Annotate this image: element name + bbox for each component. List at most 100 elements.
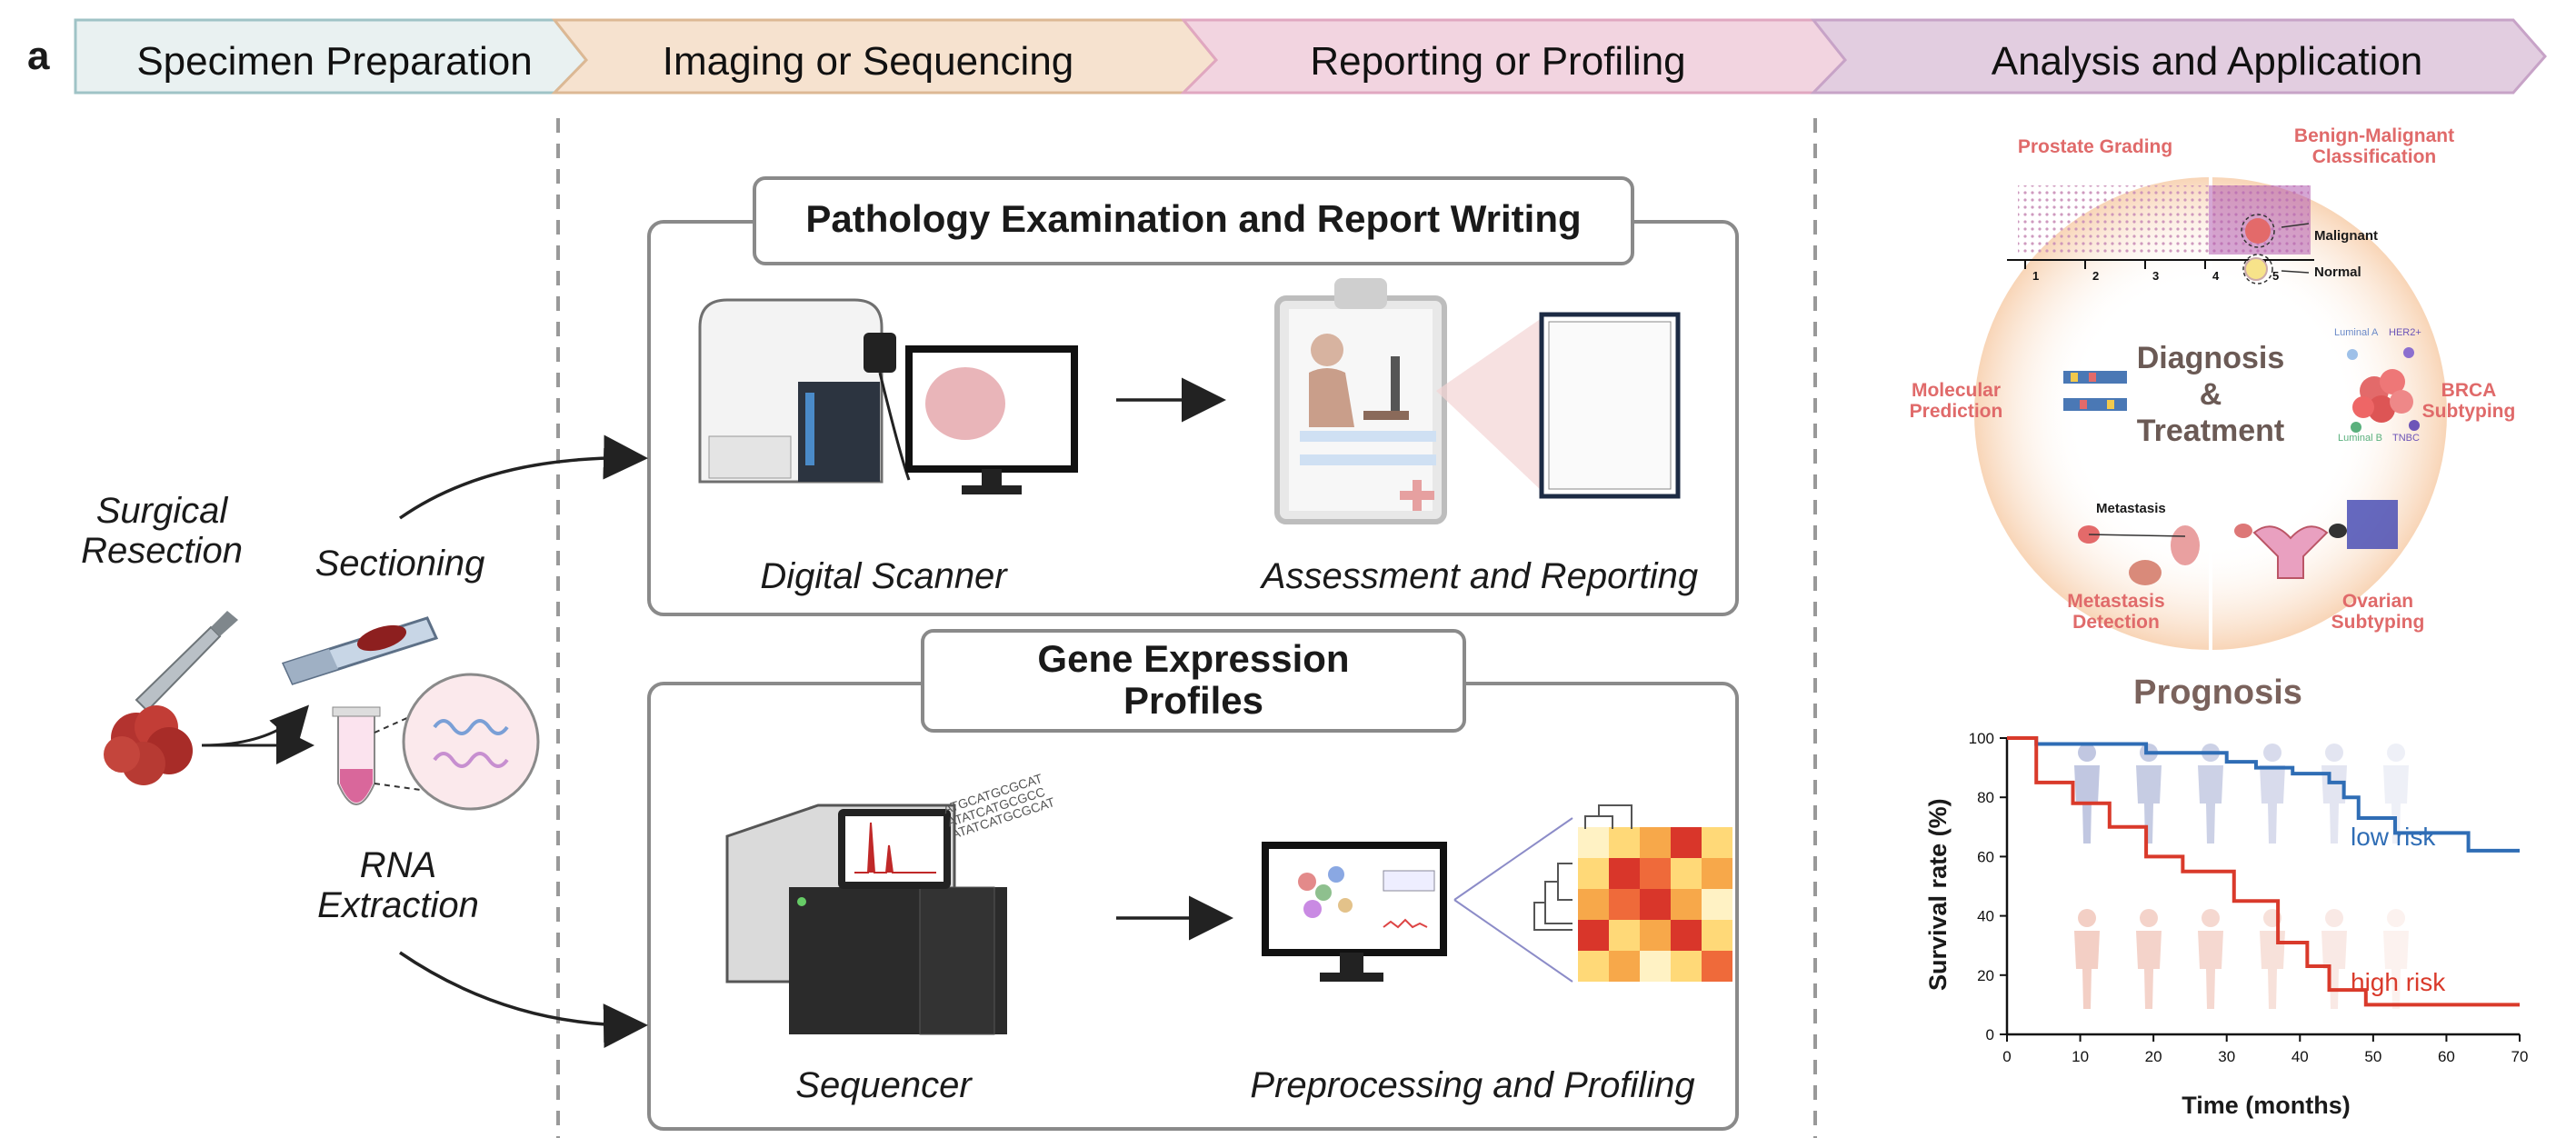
arrow-tissue-slide <box>201 704 310 747</box>
legend-low-risk: low risk <box>2351 823 2436 851</box>
heatmap-cell <box>1609 858 1640 889</box>
y-tick-label: 40 <box>1977 908 1994 925</box>
diagnosis-center: Diagnosis & Treatment <box>2136 341 2285 449</box>
km-xlabel: Time (months) <box>2182 1092 2351 1119</box>
sequencer-illustration <box>725 804 1007 1035</box>
person-icon <box>2078 909 2096 927</box>
metastasis-detection-label: Metastasis Detection <box>2067 591 2165 634</box>
person-icon <box>2387 909 2405 927</box>
series-line-low-risk <box>2007 736 2520 853</box>
person-body <box>2198 931 2223 1009</box>
x-tick-label: 0 <box>2002 1048 2011 1065</box>
person-body <box>2321 931 2347 1009</box>
person-icon <box>2387 744 2405 762</box>
heatmap-cell <box>1702 951 1732 982</box>
heatmap-cell <box>1609 889 1640 920</box>
clipboard-illustration <box>1274 278 1447 524</box>
arrow-to-pathology <box>398 434 648 520</box>
sequencer-label: Sequencer <box>795 1065 972 1105</box>
person-body <box>2260 765 2285 844</box>
malignant-label: Malignant <box>2314 228 2378 244</box>
heatmap-cell <box>1578 951 1609 982</box>
digital-scanner-label: Digital Scanner <box>760 556 1007 596</box>
x-tick-label: 30 <box>2218 1048 2235 1065</box>
brca-subtyping-label: BRCA Subtyping <box>2421 380 2516 423</box>
slide-illustration <box>281 616 439 685</box>
brca-cluster <box>2347 347 2420 433</box>
person-icon <box>2263 744 2281 762</box>
heatmap-cell <box>1578 889 1609 920</box>
preprocessing-label: Preprocessing and Profiling <box>1250 1065 1695 1105</box>
dendrogram <box>1533 804 1632 931</box>
luminal-b-label: Luminal B <box>2338 433 2382 444</box>
normal-label: Normal <box>2314 265 2361 280</box>
scalpel-illustration <box>135 611 238 713</box>
heatmap-cell <box>1609 920 1640 951</box>
molecular-icons <box>2063 371 2127 411</box>
monitor-2 <box>1262 842 1447 982</box>
heatmap-cell <box>1640 920 1671 951</box>
person-icon <box>2325 909 2343 927</box>
person-icon <box>2202 909 2220 927</box>
person-body <box>2198 765 2223 844</box>
heatmap-cell <box>1640 889 1671 920</box>
rna-circle <box>402 673 540 811</box>
heatmap-cell <box>1640 951 1671 982</box>
heatmap-cell <box>1671 889 1702 920</box>
heatmap-cell <box>1702 858 1732 889</box>
person-body <box>2383 931 2409 1009</box>
pathology-title-box <box>753 176 1634 265</box>
ovarian-illustration <box>2234 500 2398 579</box>
grade-tick-label: 2 <box>2092 269 2099 283</box>
y-tick-label: 20 <box>1977 967 1994 984</box>
metastasis-organs <box>2078 525 2200 585</box>
stage-label-4: Analysis and Application <box>1991 39 2423 84</box>
heatmap-cell <box>1640 827 1671 858</box>
series-line-high-risk <box>2007 736 2520 1007</box>
her2-label: HER2+ <box>2389 327 2421 338</box>
pathology-title: Pathology Examination and Report Writing <box>805 197 1582 240</box>
x-tick-label: 40 <box>2291 1048 2309 1065</box>
heatmap-cell <box>1578 827 1609 858</box>
person-body <box>2260 931 2285 1009</box>
x-tick-label: 50 <box>2364 1048 2381 1065</box>
x-tick-label: 70 <box>2511 1048 2529 1065</box>
heatmap-cell <box>1671 858 1702 889</box>
grade-tick-label: 1 <box>2032 269 2039 283</box>
person-body <box>2136 765 2162 844</box>
luminal-a-label: Luminal A <box>2334 327 2379 338</box>
people-silhouettes <box>2074 744 2409 1009</box>
metastasis-small-label: Metastasis <box>2096 501 2166 516</box>
heatmap-cell <box>1640 858 1671 889</box>
benign-malignant-label: Benign-Malignant Classification <box>2293 125 2455 168</box>
heatmap-cell <box>1702 889 1732 920</box>
x-tick-label: 20 <box>2145 1048 2162 1065</box>
heatmap-cell <box>1671 951 1702 982</box>
y-tick-label: 80 <box>1977 789 1994 806</box>
sectioning-label: Sectioning <box>315 544 485 584</box>
grade-tick-label: 4 <box>2212 269 2220 283</box>
tube-illustration <box>332 706 381 805</box>
gene-title-box <box>921 629 1466 733</box>
heatmap-cell <box>1671 920 1702 951</box>
tnbc-label: TNBC <box>2392 433 2420 444</box>
person-body <box>2321 765 2347 844</box>
prostate-grading-strip <box>2007 185 2314 261</box>
prostate-ticks: 1 2 3 4 5 <box>2024 260 2279 283</box>
surgical-resection-label: Surgical Resection <box>81 491 243 571</box>
stage-label-1: Specimen Preparation <box>136 39 533 84</box>
grade-tick-label: 5 <box>2272 269 2279 283</box>
prognosis-title: Prognosis <box>2133 674 2302 712</box>
ovarian-subtyping-label: Ovarian Subtyping <box>2331 591 2425 634</box>
grade-tick-label: 3 <box>2152 269 2159 283</box>
heatmap-cell <box>1671 827 1702 858</box>
person-icon <box>2140 909 2158 927</box>
report-document <box>1539 312 1681 499</box>
rna-extraction-label: RNA Extraction <box>317 845 479 925</box>
heatmap-cell <box>1702 827 1732 858</box>
stage-banner <box>74 18 2547 95</box>
y-tick-label: 60 <box>1977 848 1994 865</box>
